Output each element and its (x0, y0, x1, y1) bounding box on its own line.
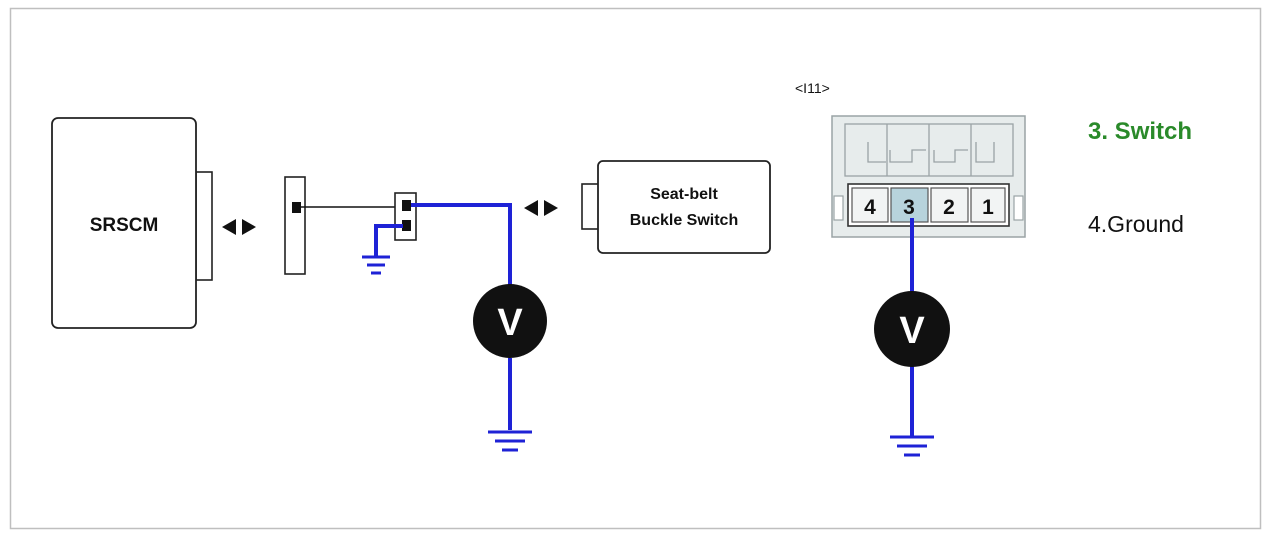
test-connector (394, 192, 417, 241)
ground-icon (488, 430, 532, 452)
pin-cell-3 (890, 187, 929, 223)
voltmeter-symbol-right: V (899, 310, 925, 352)
pin-cell-1 (970, 187, 1006, 223)
pin-label-2: 2 (943, 196, 955, 219)
i11-connector: 4 3 2 1 (831, 115, 1026, 238)
ground-icon (890, 435, 934, 457)
pin-label-3: 3 (903, 196, 915, 219)
legend-ground-label: 4.Ground (1088, 211, 1184, 237)
ground-wire-left (374, 224, 403, 256)
harness-connector (284, 176, 306, 275)
voltmeter-icon: V (874, 291, 950, 367)
seat-belt-buckle-switch: Seat-belt Buckle Switch (581, 160, 771, 254)
switch-label-line1: Seat-belt (650, 186, 718, 203)
diagram-frame (9, 7, 1262, 530)
connector-id: <I11> (795, 80, 830, 96)
double-arrow-icon (222, 219, 256, 235)
meter-wire-left (411, 203, 512, 430)
voltmeter-icon: V (473, 284, 547, 358)
pin-cell-4 (851, 187, 889, 223)
srscm-module: SRSCM (51, 117, 213, 329)
srscm-label: SRSCM (90, 215, 159, 236)
pin-cell-2 (930, 187, 969, 223)
pin-label-4: 4 (864, 196, 876, 219)
switch-label-line2: Buckle Switch (630, 212, 738, 229)
voltmeter-symbol-left: V (497, 302, 523, 344)
ground-icon (362, 255, 390, 275)
pin-label-1: 1 (982, 196, 994, 219)
double-arrow-icon (524, 200, 558, 216)
legend-switch-label: 3. Switch (1088, 118, 1192, 145)
